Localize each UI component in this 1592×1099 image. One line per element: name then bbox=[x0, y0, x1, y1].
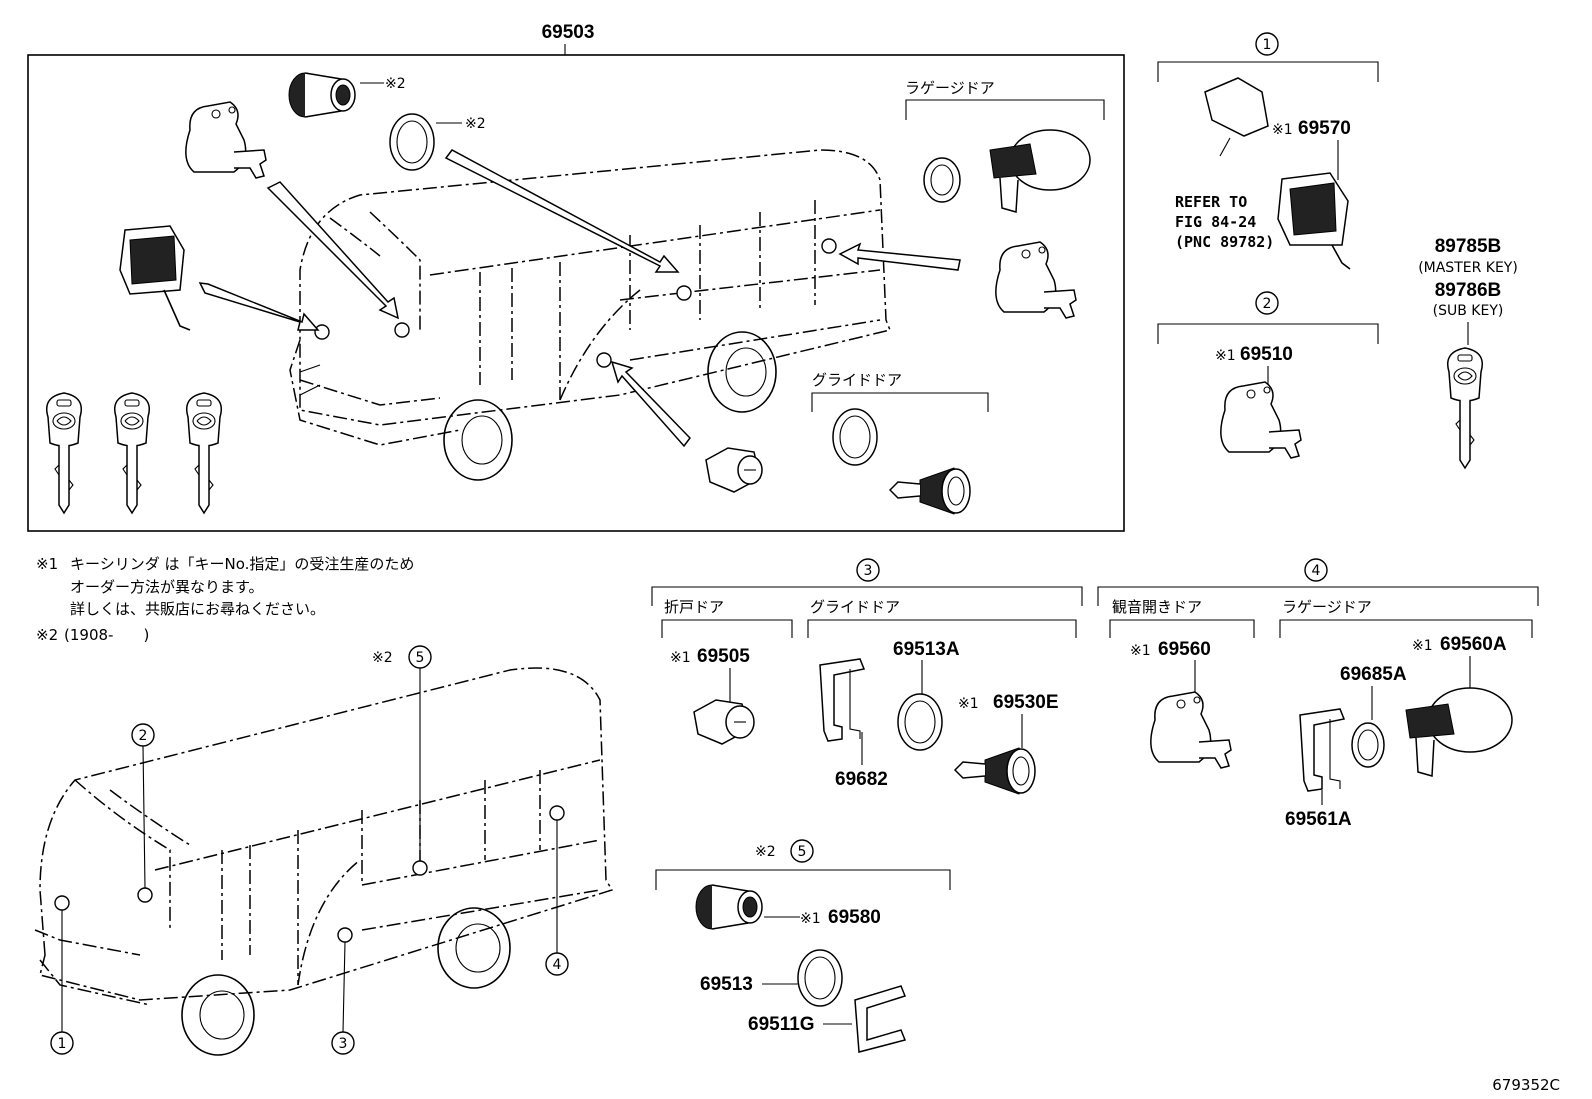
group-1-mark: ※1 bbox=[1272, 122, 1293, 138]
kit-box bbox=[27, 54, 1125, 532]
note-1-line-2: オーダー方法が異なります。 bbox=[70, 578, 264, 596]
part-latch-2 bbox=[1220, 381, 1302, 459]
group-1-ref-1: REFER TO bbox=[1175, 193, 1247, 211]
part-69560-mark: ※1 bbox=[1130, 643, 1151, 659]
part-glide-cylinder-top bbox=[889, 467, 971, 515]
part-69513-num: 69513 bbox=[700, 974, 753, 995]
top-luggage-door-label: ラゲージドア bbox=[905, 79, 995, 97]
group-2: 2 ※1 69510 bbox=[1157, 291, 1379, 459]
part-lock-assy-top bbox=[119, 225, 191, 331]
part-69530E bbox=[954, 747, 1036, 795]
fold-door-label: 折戸ドア bbox=[664, 598, 724, 616]
part-69513A-num: 69513A bbox=[893, 639, 960, 660]
part-69505-mark: ※1 bbox=[670, 650, 691, 666]
note-2-mark: ※2 bbox=[36, 626, 58, 644]
part-69560A bbox=[1405, 687, 1513, 777]
note-1-line-1: キーシリンダ は「キーNo.指定」の受注生産のため bbox=[70, 555, 414, 573]
part-latch-top-left bbox=[185, 101, 267, 179]
note-2-text: (1908- ) bbox=[64, 626, 149, 644]
part-luggage-ring-top bbox=[923, 157, 961, 203]
top-glide-door-label: グライドドア bbox=[812, 371, 902, 389]
part-69530E-num: 69530E bbox=[993, 692, 1059, 713]
part-69685A-num: 69685A bbox=[1340, 664, 1407, 685]
group-5: ※2 5 ※1 69580 69513 69511G bbox=[655, 839, 951, 1053]
part-69560 bbox=[1150, 691, 1232, 769]
group-4: 4 観音開きドア ラゲージドア ※1 69560 69685A ※1 69560… bbox=[1097, 558, 1539, 830]
group-2-num: 2 bbox=[1263, 296, 1272, 312]
group-2-part: 69510 bbox=[1240, 344, 1293, 365]
callouts-bottom: 1 2 3 4 5 ※2 bbox=[50, 645, 569, 1055]
bus-illustration-top bbox=[289, 149, 892, 481]
part-69560A-num: 69560A bbox=[1440, 634, 1507, 655]
part-ring-top bbox=[389, 113, 435, 171]
part-69682-num: 69682 bbox=[835, 769, 888, 790]
group-4-num: 4 bbox=[1312, 563, 1321, 579]
part-69560-num: 69560 bbox=[1158, 639, 1211, 660]
group-2-mark: ※1 bbox=[1215, 348, 1236, 364]
part-69505 bbox=[693, 699, 755, 745]
key-3 bbox=[185, 392, 223, 514]
kannon-door-label: 観音開きドア bbox=[1112, 598, 1202, 616]
group-3-num: 3 bbox=[864, 563, 873, 579]
callout-3: 3 bbox=[339, 1036, 348, 1052]
part-69513A bbox=[897, 693, 943, 751]
part-69682 bbox=[819, 658, 865, 742]
arrows-top bbox=[198, 149, 961, 448]
part-69505-num: 69505 bbox=[697, 646, 750, 667]
part-69685A bbox=[1351, 722, 1385, 768]
part-small-cylinder-top bbox=[705, 447, 763, 493]
group-3: 3 折戸ドア グライドドア ※1 69505 69682 69513A ※1 6… bbox=[651, 558, 1083, 795]
part-glide-ring-top bbox=[832, 408, 878, 466]
group-1-num: 1 bbox=[1263, 37, 1272, 53]
kit-part-number: 69503 bbox=[542, 22, 595, 43]
part-69511G-num: 69511G bbox=[748, 1014, 815, 1035]
part-latch-top-right bbox=[995, 241, 1077, 319]
callout-5: 5 bbox=[416, 650, 425, 666]
master-key-part: 89785B bbox=[1435, 236, 1502, 257]
note-1-line-3: 詳しくは、共販店にお尋ねください。 bbox=[70, 600, 325, 618]
sub-key-part: 89786B bbox=[1435, 280, 1502, 301]
key-2 bbox=[113, 392, 151, 514]
part-69511G bbox=[854, 985, 907, 1053]
part-lock-assy-1 bbox=[1277, 172, 1351, 270]
group-5-num: 5 bbox=[798, 844, 807, 860]
keys-section: 89785B (MASTER KEY) 89786B (SUB KEY) bbox=[1418, 236, 1518, 469]
part-69561A bbox=[1299, 708, 1345, 792]
part-69530E-mark: ※1 bbox=[958, 696, 979, 712]
diagram-code: 679352C bbox=[1492, 1076, 1560, 1094]
part-cylinder-top bbox=[288, 72, 356, 118]
master-key-label: (MASTER KEY) bbox=[1418, 260, 1518, 276]
part-69580-num: 69580 bbox=[828, 907, 881, 928]
mark-2b: ※2 bbox=[465, 116, 486, 132]
group-1: 1 REFER TO FIG 84-24 (PNC 89782) ※1 6957… bbox=[1157, 32, 1379, 270]
notes: ※1 キーシリンダ は「キーNo.指定」の受注生産のため オーダー方法が異なりま… bbox=[36, 555, 414, 644]
mark-2a: ※2 bbox=[385, 76, 406, 92]
callout-1: 1 bbox=[58, 1036, 67, 1052]
part-69513 bbox=[797, 949, 843, 1007]
sub-key-label: (SUB KEY) bbox=[1433, 303, 1504, 319]
note-1-mark: ※1 bbox=[36, 555, 58, 573]
part-luggage-handle-top bbox=[989, 129, 1091, 213]
callout-2: 2 bbox=[139, 728, 148, 744]
group-5-mark: ※2 bbox=[755, 844, 776, 860]
glide-door-label: グライドドア bbox=[810, 598, 900, 616]
key-master bbox=[1446, 347, 1484, 469]
key-1 bbox=[45, 392, 83, 514]
part-69561A-num: 69561A bbox=[1285, 809, 1352, 830]
bus-illustration-bottom bbox=[34, 667, 614, 1056]
part-69560A-mark: ※1 bbox=[1412, 638, 1433, 654]
part-69580 bbox=[695, 884, 763, 930]
callout-5-mark: ※2 bbox=[372, 650, 393, 666]
group-1-ref-3: (PNC 89782) bbox=[1175, 233, 1274, 251]
group-1-ref-2: FIG 84-24 bbox=[1175, 213, 1256, 231]
group-1-part: 69570 bbox=[1298, 118, 1351, 139]
part-key-set-icon bbox=[1204, 77, 1269, 137]
part-69580-mark: ※1 bbox=[800, 911, 821, 927]
callout-4: 4 bbox=[553, 957, 562, 973]
luggage-door-label: ラゲージドア bbox=[1282, 598, 1372, 616]
